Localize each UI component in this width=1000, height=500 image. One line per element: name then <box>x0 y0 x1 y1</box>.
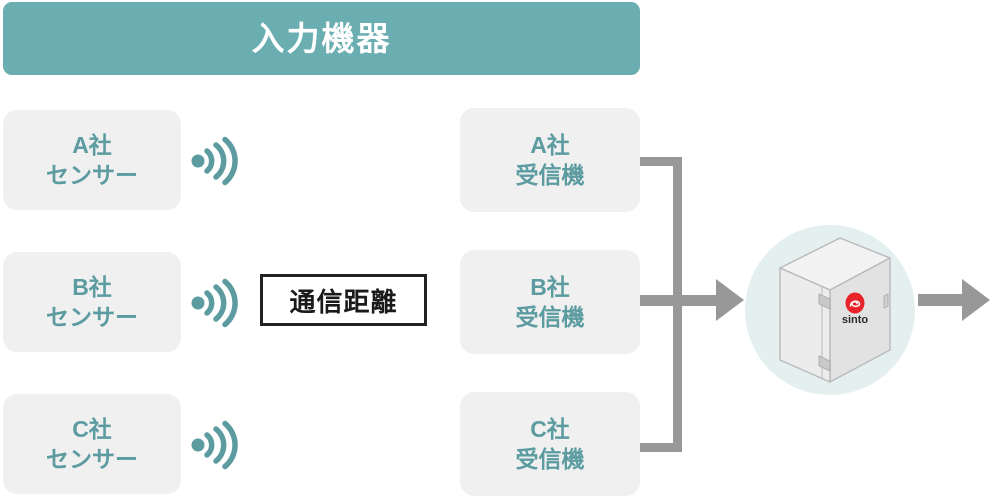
control-cabinet-illustration: sinto <box>779 237 891 383</box>
receiver-c-line1: C社 <box>530 415 570 442</box>
sensor-box-a: A社 センサー <box>3 110 181 210</box>
sensor-b-line2: センサー <box>46 304 138 330</box>
sensor-c-line2: センサー <box>46 446 138 472</box>
receiver-box-a: A社 受信機 <box>460 108 640 212</box>
receiver-box-c: C社 受信機 <box>460 392 640 496</box>
wireless-signal-icon <box>187 133 243 189</box>
receiver-b-line2: 受信機 <box>515 304 585 330</box>
connector-receiver-a <box>640 157 682 166</box>
sensor-c-line1: C社 <box>72 415 112 442</box>
svg-text:sinto: sinto <box>842 314 869 326</box>
page-title: 入力機器 <box>251 20 392 57</box>
connector-output <box>918 294 968 306</box>
wireless-signal-icon <box>187 275 243 331</box>
wireless-signal-icon <box>187 417 243 473</box>
receiver-c-line2: 受信機 <box>515 446 585 472</box>
sensor-a-line2: センサー <box>46 162 138 188</box>
arrow-to-device-icon <box>716 279 744 321</box>
sensor-box-c: C社 センサー <box>3 394 181 494</box>
receiver-a-line2: 受信機 <box>515 162 585 188</box>
connector-receiver-b <box>640 295 720 306</box>
arrow-output-icon <box>962 279 990 321</box>
receiver-a-line1: A社 <box>530 131 570 158</box>
communication-distance-label: 通信距離 <box>260 274 427 326</box>
communication-distance-text: 通信距離 <box>289 286 398 317</box>
sensor-b-line1: B社 <box>72 273 112 300</box>
header-banner: 入力機器 <box>3 2 640 75</box>
connector-receiver-c <box>640 443 682 452</box>
sensor-box-b: B社 センサー <box>3 252 181 352</box>
receiver-box-b: B社 受信機 <box>460 250 640 354</box>
sensor-a-line1: A社 <box>72 131 112 158</box>
receiver-b-line1: B社 <box>530 273 570 300</box>
